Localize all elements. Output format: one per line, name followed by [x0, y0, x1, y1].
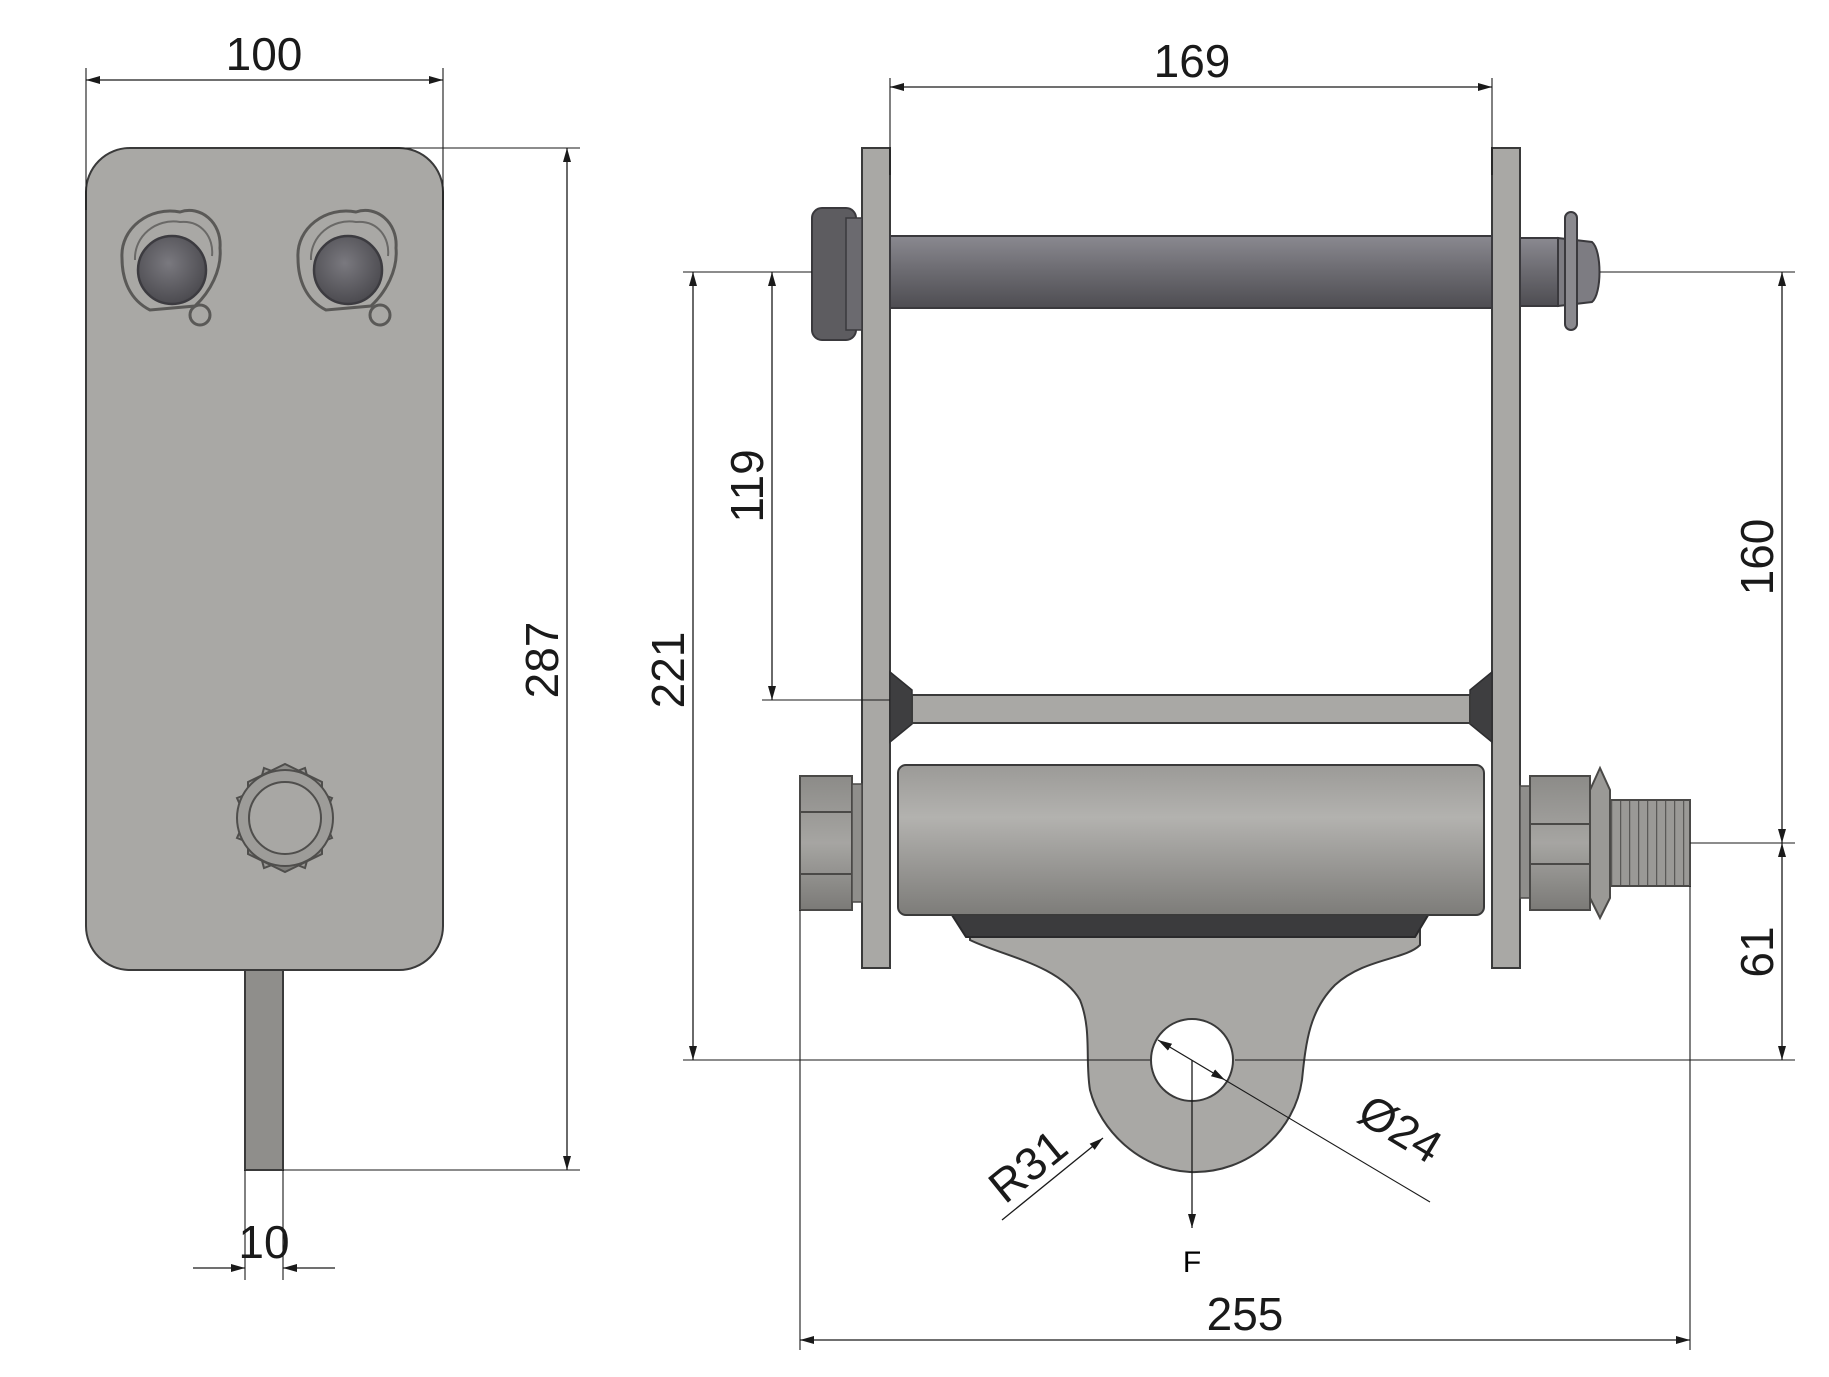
left-side-plate — [861, 147, 891, 969]
roller — [897, 764, 1485, 916]
right-side-plate — [1491, 147, 1521, 969]
dim-tab-thickness-label: 10 — [238, 1216, 289, 1268]
force-label: F — [1183, 1246, 1201, 1279]
dim-side-height: 287 — [283, 147, 580, 1171]
top-pin — [811, 207, 1601, 341]
dim-side-height-label: 287 — [516, 622, 568, 699]
dim-overall-height-label: 221 — [642, 632, 694, 709]
bottom-tab — [244, 969, 284, 1171]
threaded-end — [1609, 799, 1691, 887]
dim-eye-radius: R31 — [979, 1119, 1104, 1221]
dim-overall-width-label: 255 — [1207, 1288, 1284, 1340]
dim-upper-gap: 119 — [721, 271, 890, 701]
dim-inner-width-label: 169 — [1154, 35, 1231, 87]
dim-tab-thickness: 10 — [193, 1170, 335, 1280]
dim-pin-to-bolt-label: 160 — [1731, 519, 1783, 596]
pin-knob-icon — [312, 234, 384, 306]
side-plate — [85, 147, 444, 971]
pin-clip-right — [296, 209, 398, 327]
left-bolt-head — [799, 775, 863, 911]
dim-upper-gap-label: 119 — [721, 449, 773, 522]
dim-overall-height: 221 — [642, 271, 1150, 1061]
dim-pin-to-bolt: 160 — [1600, 271, 1795, 844]
dim-side-width: 100 — [85, 28, 444, 210]
force-indicator: F — [1183, 1060, 1201, 1279]
dim-inner-width: 169 — [889, 35, 1493, 175]
pin-clip-left — [120, 209, 222, 327]
dim-bolt-to-eye-label: 61 — [1731, 926, 1783, 977]
cross-bar — [889, 670, 1493, 744]
dim-bolt-to-eye: 61 — [1731, 843, 1786, 1060]
dim-eye-radius-label: R31 — [979, 1119, 1077, 1213]
dim-overall-width: 255 — [799, 886, 1691, 1350]
front-view: 169 119 221 160 61 — [642, 35, 1795, 1350]
side-view: 100 287 10 — [85, 28, 580, 1280]
bolt-head — [235, 762, 334, 874]
pin-knob-icon — [136, 234, 208, 306]
dim-eye-diameter-label: Ø24 — [1350, 1084, 1451, 1173]
right-nut-assembly — [1519, 765, 1691, 921]
dim-side-width-label: 100 — [226, 28, 303, 80]
retaining-clip — [1564, 211, 1578, 331]
